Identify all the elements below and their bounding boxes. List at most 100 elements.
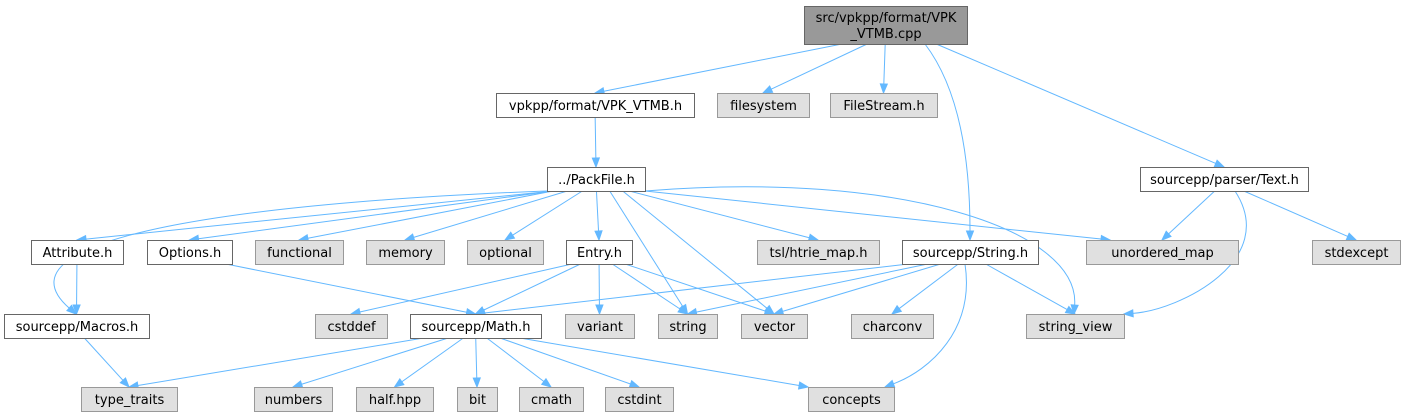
arrowhead-string_h-to-vector: [772, 307, 785, 316]
node-label: stdexcept: [1325, 246, 1389, 261]
node-label: cmath: [531, 393, 572, 408]
edge-macros_h-to-type_traits: [84, 337, 124, 381]
node-label: numbers: [265, 393, 323, 408]
node-optional: optional: [467, 240, 544, 265]
node-label: optional: [479, 246, 532, 261]
node-cstdint: cstdint: [605, 387, 674, 412]
edge-entry_h-to-string: [611, 263, 681, 310]
node-box: [851, 314, 934, 339]
edge-root-to-filestream_h: [883, 43, 886, 85]
edge-packfile_h-to-macros_h: [53, 190, 548, 309]
edge-root-to-vpk_vtmb_h: [603, 43, 843, 92]
node-box: [467, 240, 544, 265]
node-root[interactable]: src/vpkpp/format/VPK_VTMB.cpp: [804, 6, 968, 45]
node-label: tsl/htrie_map.h: [770, 246, 868, 261]
node-variant: variant: [565, 314, 635, 339]
node-box: [717, 93, 810, 118]
node-numbers: numbers: [254, 387, 333, 412]
node-type_traits: type_traits: [81, 387, 178, 412]
arrowhead-packfile_h-to-memory: [403, 233, 416, 242]
edge-packfile_h-to-options_h: [198, 190, 554, 240]
node-options_h[interactable]: Options.h: [147, 240, 233, 265]
arrowhead-root-to-filesystem: [761, 85, 774, 94]
node-box: [519, 387, 584, 412]
node-label: Options.h: [159, 246, 222, 261]
node-box: [1086, 240, 1239, 265]
edge-packfile_h-to-string: [609, 190, 684, 307]
arrowhead-root-to-string_h: [965, 230, 975, 242]
edge-parser_text_h-to-stdexcept: [1243, 190, 1348, 237]
node-label: cstddef: [327, 320, 376, 335]
node-parser_text_h[interactable]: sourcepp/parser/Text.h: [1140, 167, 1309, 192]
edge-string_h-to-vector: [782, 263, 941, 312]
node-label: string_view: [1039, 320, 1113, 335]
node-functional: functional: [255, 240, 344, 265]
node-box: [356, 387, 434, 412]
node-label: Attribute.h: [43, 246, 113, 261]
node-unordered_map: unordered_map: [1086, 240, 1239, 265]
node-box: [902, 240, 1039, 265]
node-label: sourcepp/parser/Text.h: [1150, 173, 1299, 188]
node-box: [4, 314, 150, 339]
edge-packfile_h-to-htrie_map: [629, 190, 810, 239]
node-packfile_h[interactable]: ../PackFile.h: [547, 167, 646, 192]
arrowhead-string_h-to-string_view: [1064, 305, 1077, 315]
arrowhead-parser_text_h-to-unordered_map: [1160, 230, 1172, 241]
node-box: [315, 314, 388, 339]
arrowhead-math_h-to-half_hpp: [393, 378, 405, 388]
node-label: functional: [267, 246, 332, 261]
arrowhead-math_h-to-cmath: [540, 377, 553, 388]
arrowhead-parser_text_h-to-stdexcept: [1345, 232, 1358, 241]
node-box: [254, 387, 333, 412]
node-attribute_h[interactable]: Attribute.h: [31, 240, 124, 265]
arrowhead-math_h-to-numbers: [291, 380, 304, 389]
node-label: Entry.h: [577, 246, 622, 261]
node-box: [808, 387, 895, 412]
node-label: src/vpkpp/format/VPK: [816, 11, 957, 26]
node-concepts: concepts: [808, 387, 895, 412]
node-math_h[interactable]: sourcepp/Math.h: [410, 314, 542, 339]
node-box: [255, 240, 344, 265]
node-filestream_h: FileStream.h: [830, 93, 938, 118]
arrowhead-parser_text_h-to-string_view: [1122, 309, 1134, 318]
edge-vpk_vtmb_h-to-packfile_h: [594, 116, 597, 159]
node-string_view: string_view: [1026, 314, 1125, 339]
node-htrie_map: tsl/htrie_map.h: [757, 240, 880, 265]
node-label: vector: [754, 320, 796, 335]
node-box: [81, 387, 178, 412]
node-box: [741, 314, 808, 339]
node-label: type_traits: [95, 393, 165, 408]
edge-string_h-to-string_view: [985, 263, 1068, 311]
arrowhead-math_h-to-concepts: [797, 381, 810, 390]
node-stdexcept: stdexcept: [1312, 240, 1401, 265]
arrowhead-string_h-to-charconv: [890, 304, 903, 315]
edge-packfile_h-to-memory: [413, 190, 568, 238]
edge-string_h-to-math_h: [484, 263, 909, 314]
edge-math_h-to-cmath: [486, 337, 545, 382]
edge-math_h-to-numbers: [301, 337, 449, 385]
node-macros_h[interactable]: sourcepp/Macros.h: [4, 314, 150, 339]
node-string: string: [658, 314, 718, 339]
node-label: variant: [577, 320, 623, 335]
edge-string_h-to-string: [696, 263, 928, 313]
node-memory: memory: [366, 240, 445, 265]
node-box: [547, 167, 646, 192]
node-box: [496, 93, 695, 118]
edge-entry_h-to-math_h: [483, 263, 581, 311]
node-string_h[interactable]: sourcepp/String.h: [902, 240, 1039, 265]
node-label: bit: [469, 393, 486, 408]
node-box: [565, 314, 635, 339]
node-box: [830, 93, 938, 118]
edge-string_h-to-concepts: [893, 263, 967, 385]
node-label: unordered_map: [1111, 246, 1214, 261]
node-vector: vector: [741, 314, 808, 339]
edge-options_h-to-math_h: [225, 263, 467, 313]
node-entry_h[interactable]: Entry.h: [566, 240, 633, 265]
node-label: sourcepp/Math.h: [422, 320, 531, 335]
arrowhead-math_h-to-cstdint: [628, 379, 641, 388]
edge-parser_text_h-to-unordered_map: [1168, 190, 1216, 235]
node-vpk_vtmb_h[interactable]: vpkpp/format/VPK_VTMB.h: [496, 93, 695, 118]
edge-math_h-to-half_hpp: [401, 337, 464, 383]
node-label: filesystem: [730, 99, 797, 114]
node-label: vpkpp/format/VPK_VTMB.h: [509, 99, 682, 114]
